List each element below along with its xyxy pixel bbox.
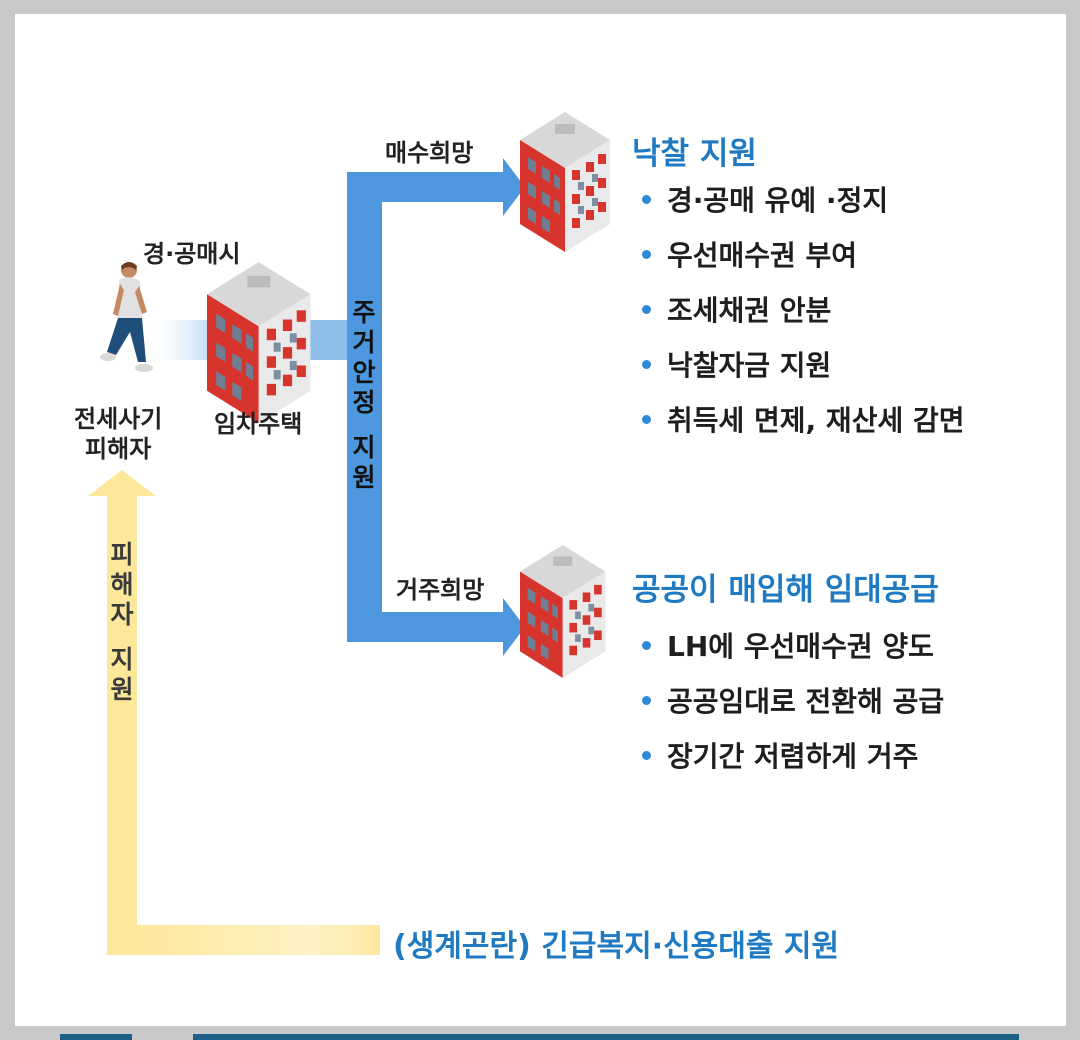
bullet-dot [642,360,651,369]
list-item: 우선매수권 부여 [640,239,964,294]
rental-house-building [207,262,311,423]
victim-support-char: 원 [110,675,134,704]
housing-stability-char: 안 [352,358,376,387]
list-item-text: 낙찰자금 지원 [667,349,832,382]
housing-stability-char: 주 [352,298,376,327]
housing-stability-char: 정 [352,388,376,417]
housing-stability-gap [349,418,379,433]
list-item: 공공임대로 전환해 공급 [640,685,944,740]
lower-branch-label: 거주희망 [396,576,485,604]
list-item: 낙찰자금 지원 [640,349,964,404]
bullet-dot [642,250,651,259]
lower-result-title: 공공이 매입해 임대공급 [632,572,939,608]
victim-support-char: 해 [110,570,134,599]
bullet-dot [642,195,651,204]
list-item-text: 취득세 면제, 재산세 감면 [667,404,965,437]
lower-result-list: LH에 우선매수권 양도 공공임대로 전환해 공급 장기간 저렴하게 거주 [640,630,944,795]
upper-result-building [520,112,610,252]
main-flow-trunk [347,158,525,656]
housing-stability-char: 원 [352,463,376,492]
lower-result-building [520,545,606,678]
bullet-dot [642,305,651,314]
victim-person-figure [100,262,153,372]
housing-stability-label: 주 거 안 정 지 원 [349,298,379,493]
list-item-text: LH에 우선매수권 양도 [667,630,934,663]
bullet-dot [642,751,651,760]
bottom-divider-right [193,1034,1019,1040]
victim-label: 전세사기 피해자 [74,405,163,463]
housing-stability-char: 거 [352,328,376,357]
house-to-trunk-connector [310,320,350,360]
list-item-text: 장기간 저렴하게 거주 [667,740,919,773]
victim-support-char: 지 [110,645,134,674]
list-item-text: 공공임대로 전환해 공급 [667,685,945,718]
list-item: LH에 우선매수권 양도 [640,630,944,685]
victim-to-house-connector [145,320,215,360]
bottom-divider-left [60,1034,132,1040]
bullet-dot [642,641,651,650]
bullet-dot [642,696,651,705]
victim-support-gap [107,630,137,645]
emergency-support-label: (생계곤란) 긴급복지·신용대출 지원 [393,929,840,964]
upper-result-list: 경·공매 유예 ·정지 우선매수권 부여 조세채권 안분 낙찰자금 지원 취득세… [640,184,964,459]
list-item: 장기간 저렴하게 거주 [640,740,944,795]
upper-branch-label: 매수희망 [385,139,474,167]
victim-support-char: 자 [110,600,134,629]
house-label: 임차주택 [214,410,303,438]
list-item: 경·공매 유예 ·정지 [640,184,964,239]
victim-support-label: 피 해 자 지 원 [107,540,137,705]
list-item-text: 경·공매 유예 ·정지 [667,184,889,217]
situation-label: 경·공매시 [143,240,241,268]
list-item-text: 우선매수권 부여 [667,239,858,272]
victim-support-arrow [88,470,380,955]
bullet-dot [642,415,651,424]
housing-stability-char: 지 [352,433,376,462]
list-item: 조세채권 안분 [640,294,964,349]
list-item-text: 조세채권 안분 [667,294,832,327]
list-item: 취득세 면제, 재산세 감면 [640,404,964,459]
victim-support-char: 피 [110,540,134,569]
upper-result-title: 낙찰 지원 [632,136,757,172]
